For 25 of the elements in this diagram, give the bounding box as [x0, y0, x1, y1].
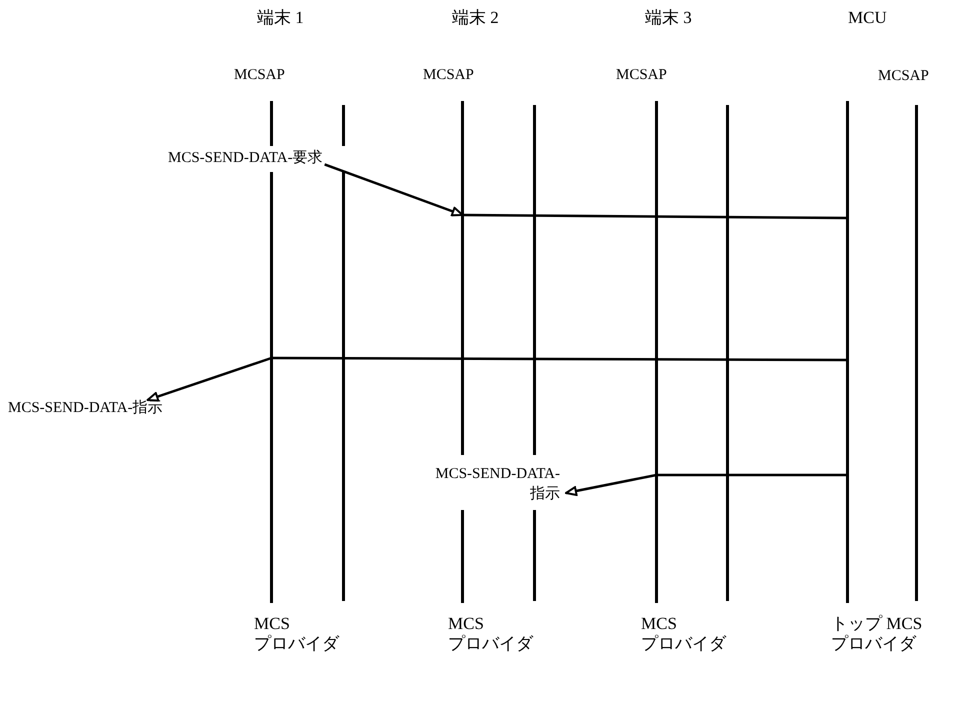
lifeline — [726, 105, 729, 601]
column-heading: 端末 3 — [645, 8, 692, 28]
primitive-label: MCS-SEND-DATA-要求 — [168, 148, 378, 170]
sap-label: MCSAP — [423, 66, 474, 85]
sap-label: MCSAP — [616, 66, 667, 85]
arrow — [565, 474, 657, 496]
provider-label: MCS プロバイダ — [254, 614, 340, 654]
column-heading: MCU — [848, 8, 887, 28]
column-heading: 端末 1 — [257, 8, 304, 28]
arrow — [146, 356, 272, 402]
lifeline — [846, 101, 849, 603]
provider-label: MCS プロバイダ — [641, 614, 728, 654]
lifeline — [915, 105, 918, 601]
primitive-label: MCS-SEND-DATA- 指示 — [424, 464, 560, 506]
column-heading: 端末 2 — [452, 8, 499, 28]
sap-label: MCSAP — [878, 67, 929, 86]
provider-label: MCS プロバイダ — [448, 614, 534, 654]
provider-label: トップ MCS プロバイダ — [831, 614, 924, 654]
message-line — [272, 356, 848, 362]
lifeline — [655, 101, 658, 603]
sap-label: MCSAP — [234, 66, 285, 85]
message-line — [462, 214, 848, 220]
arrow — [324, 163, 464, 216]
lifeline — [342, 105, 345, 601]
message-line — [656, 474, 848, 476]
